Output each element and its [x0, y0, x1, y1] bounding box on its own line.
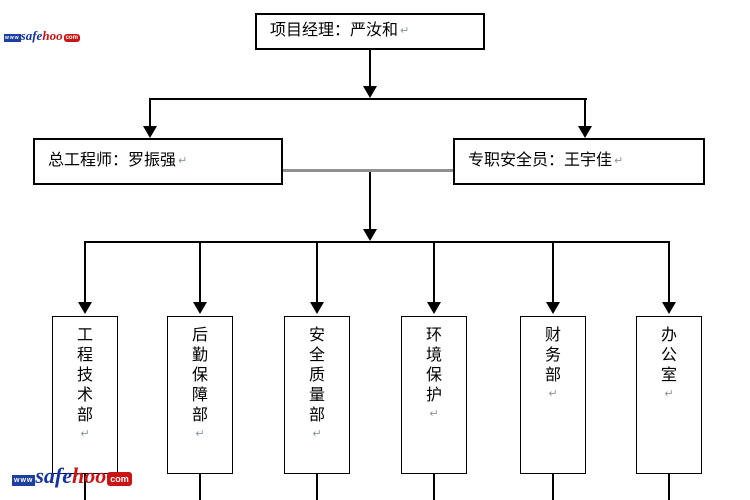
watermark-hoo-text: hoo	[72, 463, 107, 488]
watermark-com-text: com	[107, 472, 132, 486]
connector-dept-drop-4	[433, 243, 435, 302]
dept-label: 安全质量部	[309, 327, 326, 424]
box-dept-safety-quality: 安全质量部 ↵	[284, 316, 350, 474]
arrowhead-right-box	[578, 126, 592, 138]
connector-below-dept-3	[316, 474, 318, 500]
safety-officer-label: 专职安全员：王宇佳↵	[455, 140, 703, 182]
connector-below-dept-5	[552, 474, 554, 500]
return-mark-icon: ↵	[429, 408, 439, 420]
connector-top-vertical	[369, 50, 371, 86]
connector-level2-rail	[149, 98, 587, 100]
box-dept-finance: 财务部 ↵	[520, 316, 586, 474]
watermark-safe-text: safe	[35, 463, 72, 488]
connector-below-dept-1	[84, 474, 86, 500]
arrowhead-dept-3	[310, 302, 324, 314]
return-mark-icon: ↵	[195, 428, 205, 440]
box-project-manager: 项目经理：严汝和↵	[255, 13, 485, 50]
connector-below-dept-6	[668, 474, 670, 500]
return-mark-icon: ↵	[664, 388, 674, 400]
return-mark-icon: ↵	[400, 25, 410, 37]
dept-label: 办公室	[661, 327, 678, 384]
return-mark-icon: ↵	[312, 428, 322, 440]
connector-right-drop	[584, 100, 586, 126]
project-manager-label: 项目经理：严汝和↵	[257, 15, 483, 47]
dept-label: 工程技术部	[77, 327, 94, 424]
box-dept-logistics-support: 后勤保障部 ↵	[167, 316, 233, 474]
connector-below-dept-2	[199, 474, 201, 500]
box-dept-environmental-protection: 环境保护 ↵	[401, 316, 467, 474]
dept-label: 环境保护	[426, 327, 443, 404]
connector-center-vertical	[369, 172, 371, 229]
arrowhead-dept-2	[193, 302, 207, 314]
return-mark-icon: ↵	[178, 155, 188, 167]
arrowhead-dept-6	[662, 302, 676, 314]
box-chief-engineer: 总工程师：罗振强↵	[33, 138, 283, 185]
dept-label: 后勤保障部	[192, 327, 209, 424]
watermark-com-text: com	[63, 34, 80, 42]
box-dept-office: 办公室 ↵	[636, 316, 702, 474]
connector-dept-drop-3	[316, 243, 318, 302]
arrowhead-left-box	[143, 126, 157, 138]
connector-dept-drop-6	[668, 243, 670, 302]
project-manager-text: 项目经理：严汝和	[270, 22, 399, 39]
arrowhead-dept-5	[546, 302, 560, 314]
chief-engineer-label: 总工程师：罗振强↵	[35, 140, 281, 182]
watermark-safe-text: safe	[20, 28, 43, 43]
return-mark-icon: ↵	[614, 155, 624, 167]
arrowhead-center-rail	[363, 229, 377, 241]
arrowhead-dept-4	[427, 302, 441, 314]
watermark-www-text: www	[4, 34, 21, 42]
dept-label: 财务部	[545, 327, 562, 384]
arrowhead-top-center	[363, 86, 377, 98]
watermark-hoo-text: hoo	[42, 28, 63, 43]
connector-dept-drop-1	[84, 243, 86, 302]
watermark-www-text: www	[12, 475, 36, 486]
return-mark-icon: ↵	[548, 388, 558, 400]
connector-dept-drop-2	[199, 243, 201, 302]
return-mark-icon: ↵	[80, 428, 90, 440]
connector-department-rail	[84, 241, 670, 243]
chief-engineer-text: 总工程师：罗振强	[48, 152, 177, 169]
box-dept-engineering-tech: 工程技术部 ↵	[52, 316, 118, 474]
connector-below-dept-4	[433, 474, 435, 500]
connector-left-drop	[149, 100, 151, 126]
connector-dept-drop-5	[552, 243, 554, 302]
box-safety-officer: 专职安全员：王宇佳↵	[453, 138, 705, 185]
safety-officer-text: 专职安全员：王宇佳	[468, 152, 613, 169]
connector-peer-gray	[283, 169, 453, 172]
arrowhead-dept-1	[78, 302, 92, 314]
